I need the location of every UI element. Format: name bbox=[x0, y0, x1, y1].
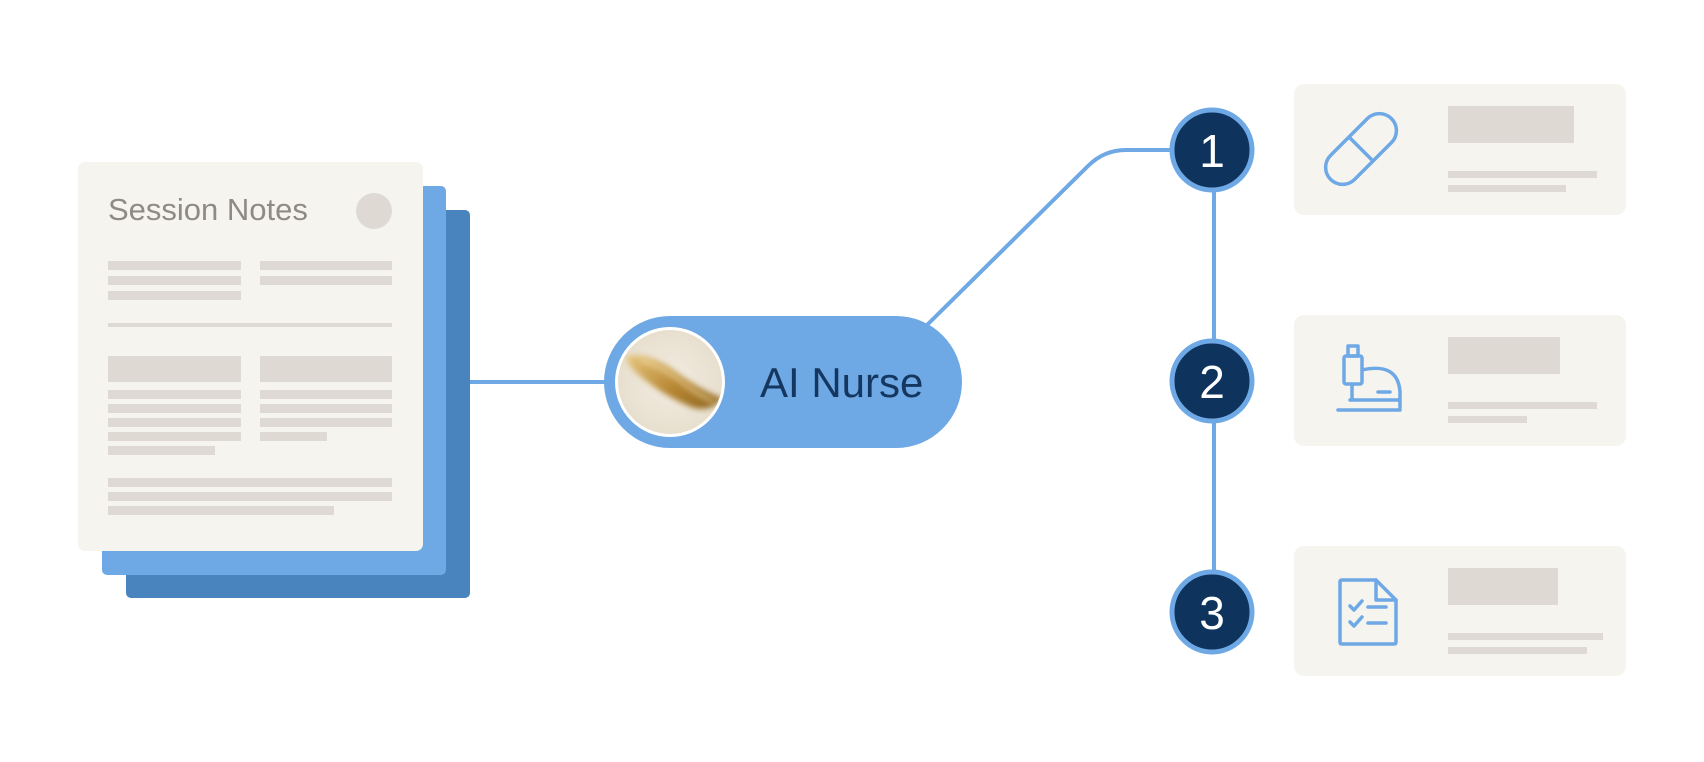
document-title: Session Notes bbox=[108, 192, 308, 227]
ai-nurse-avatar bbox=[615, 327, 725, 437]
step-2[interactable]: 2 bbox=[1169, 315, 1626, 446]
step-2-placeholder bbox=[1448, 337, 1597, 423]
connector-nurse-to-step-1 bbox=[926, 148, 1176, 326]
session-notes-document: Session Notes bbox=[78, 162, 470, 598]
step-3[interactable]: 3 bbox=[1169, 546, 1626, 676]
pill-capsule-icon bbox=[1323, 111, 1399, 187]
step-1-number: 1 bbox=[1199, 125, 1225, 177]
ai-nurse-label: AI Nurse bbox=[760, 359, 923, 406]
step-3-number: 3 bbox=[1199, 587, 1225, 639]
connectors bbox=[468, 148, 1216, 574]
ai-nurse-node[interactable]: AI Nurse bbox=[604, 316, 962, 448]
step-1[interactable]: 1 bbox=[1169, 84, 1626, 215]
checklist-document-icon bbox=[1338, 578, 1398, 646]
step-1-badge bbox=[1169, 107, 1255, 193]
step-1-placeholder bbox=[1448, 106, 1597, 192]
step-3-placeholder bbox=[1448, 568, 1603, 654]
step-2-badge bbox=[1169, 338, 1255, 424]
document-status-dot bbox=[356, 193, 392, 229]
step-3-card bbox=[1294, 546, 1626, 676]
ai-orb-swirl bbox=[626, 355, 722, 409]
microscope-icon bbox=[1336, 344, 1402, 412]
step-2-number: 2 bbox=[1199, 356, 1225, 408]
step-1-card bbox=[1294, 84, 1626, 215]
step-3-badge bbox=[1169, 569, 1255, 655]
document-divider bbox=[108, 323, 392, 327]
document-placeholder-lines bbox=[108, 261, 392, 515]
